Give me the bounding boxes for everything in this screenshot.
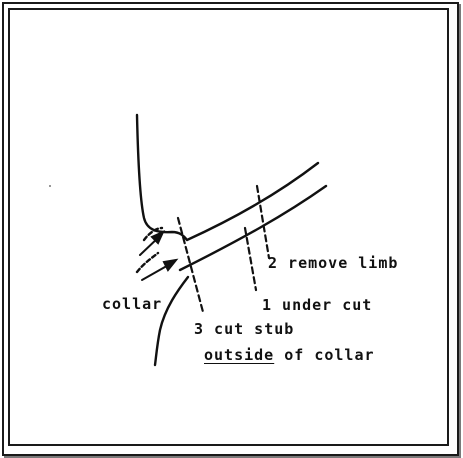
collar-outline [142,226,164,242]
collar-outline-lower [135,251,160,274]
label-outside-of-collar: outside of collar [204,348,375,363]
collar-arrow-upper-head [150,229,166,245]
label-outside-word: outside [204,346,275,364]
limb-lower-edge [178,184,328,272]
inner-frame [8,8,449,446]
trunk-line [135,113,320,242]
cut-line-2-remove [255,184,271,260]
collar-arrow-lower-head [162,258,179,272]
label-collar: collar [102,295,163,313]
label-of-collar: of collar [284,346,375,364]
label-under-cut: 1 under cut [262,296,373,314]
cut-line-3-stub [176,216,205,314]
speck-mark [49,185,51,187]
trunk-lower-curve [153,275,190,367]
label-cut-stub: 3 cut stub [194,320,295,338]
label-remove-limb: 2 remove limb [268,254,399,272]
cut-line-1-undercut [243,226,258,292]
